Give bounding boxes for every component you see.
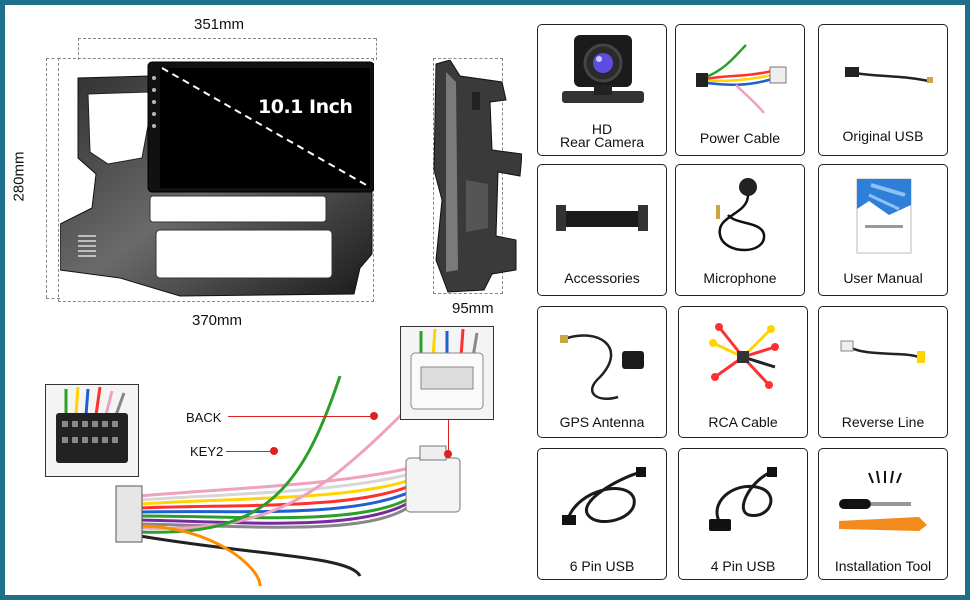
connector-pointer-dot bbox=[444, 450, 452, 458]
card-label: Original USB bbox=[842, 128, 924, 144]
back-label: BACK bbox=[186, 410, 222, 425]
card-label: GPS Antenna bbox=[559, 414, 645, 430]
back-pointer-dot bbox=[370, 412, 378, 420]
top-width-label: 351mm bbox=[194, 16, 245, 33]
top-width-line bbox=[78, 38, 376, 39]
card-label: Accessories bbox=[564, 270, 640, 286]
tool-kit-icon bbox=[839, 470, 927, 531]
card-gps-antenna: GPS Antenna bbox=[537, 306, 667, 438]
reverse-line-icon bbox=[840, 340, 925, 363]
card-label: Microphone bbox=[703, 270, 777, 286]
key2-pointer-line bbox=[226, 451, 274, 452]
car-connector-icon bbox=[410, 328, 484, 410]
back-pointer-line bbox=[228, 416, 374, 417]
card-label: 4 Pin USB bbox=[710, 558, 776, 574]
card-original-usb: Original USB bbox=[818, 24, 948, 156]
key2-label: KEY2 bbox=[190, 444, 224, 459]
head-unit-front-view bbox=[60, 61, 374, 297]
card-power-cable: Power Cable bbox=[675, 24, 805, 156]
head-unit-side-view bbox=[433, 60, 522, 293]
manual-icon bbox=[856, 178, 912, 254]
card-label: Power Cable bbox=[699, 130, 781, 146]
power-cable-icon bbox=[696, 44, 787, 114]
key2-pointer-dot bbox=[270, 447, 278, 455]
card-label-line2: Rear Camera bbox=[559, 134, 645, 150]
screen-size-label: 10.1 Inch bbox=[258, 96, 353, 118]
depth-label: 95mm bbox=[452, 300, 494, 317]
card-rca-cable: RCA Cable bbox=[678, 306, 808, 438]
card-label: RCA Cable bbox=[708, 414, 778, 430]
card-4-pin-usb: 4 Pin USB bbox=[678, 448, 808, 580]
iso-connector-inset bbox=[45, 384, 139, 477]
card-label: User Manual bbox=[843, 270, 923, 286]
card-6-pin-usb: 6 Pin USB bbox=[537, 448, 667, 580]
iso-connector-icon bbox=[56, 386, 128, 463]
bottom-width-label: 370mm bbox=[192, 312, 243, 329]
gps-antenna-icon bbox=[560, 334, 644, 400]
height-tick-top bbox=[46, 58, 60, 59]
top-width-tick-right bbox=[376, 38, 377, 60]
car-connector-inset bbox=[400, 326, 494, 420]
card-hd-rear-camera: HD Rear Camera bbox=[537, 24, 667, 156]
card-accessories: Accessories bbox=[537, 164, 667, 296]
card-label: Installation Tool bbox=[834, 558, 932, 574]
usb-cable-icon bbox=[845, 67, 933, 83]
height-line bbox=[46, 58, 47, 298]
bracket-icon bbox=[556, 205, 648, 231]
card-microphone: Microphone bbox=[675, 164, 805, 296]
card-label: 6 Pin USB bbox=[569, 558, 635, 574]
rca-cable-icon bbox=[709, 323, 779, 389]
top-width-tick-left bbox=[78, 38, 79, 60]
card-user-manual: User Manual bbox=[818, 164, 948, 296]
depth-outline-box bbox=[433, 58, 503, 294]
usb-6pin-icon bbox=[562, 467, 646, 525]
microphone-icon bbox=[716, 178, 766, 252]
card-label: Reverse Line bbox=[841, 414, 925, 430]
camera-icon bbox=[562, 35, 644, 103]
wiring-harness bbox=[115, 376, 461, 586]
card-label-line1: HD bbox=[591, 121, 613, 137]
card-installation-tool: Installation Tool bbox=[818, 448, 948, 580]
height-tick-bottom bbox=[46, 298, 60, 299]
usb-4pin-icon bbox=[709, 467, 777, 531]
connector-pointer-line bbox=[448, 420, 449, 454]
card-reverse-line: Reverse Line bbox=[818, 306, 948, 438]
height-label: 280mm bbox=[10, 151, 28, 202]
